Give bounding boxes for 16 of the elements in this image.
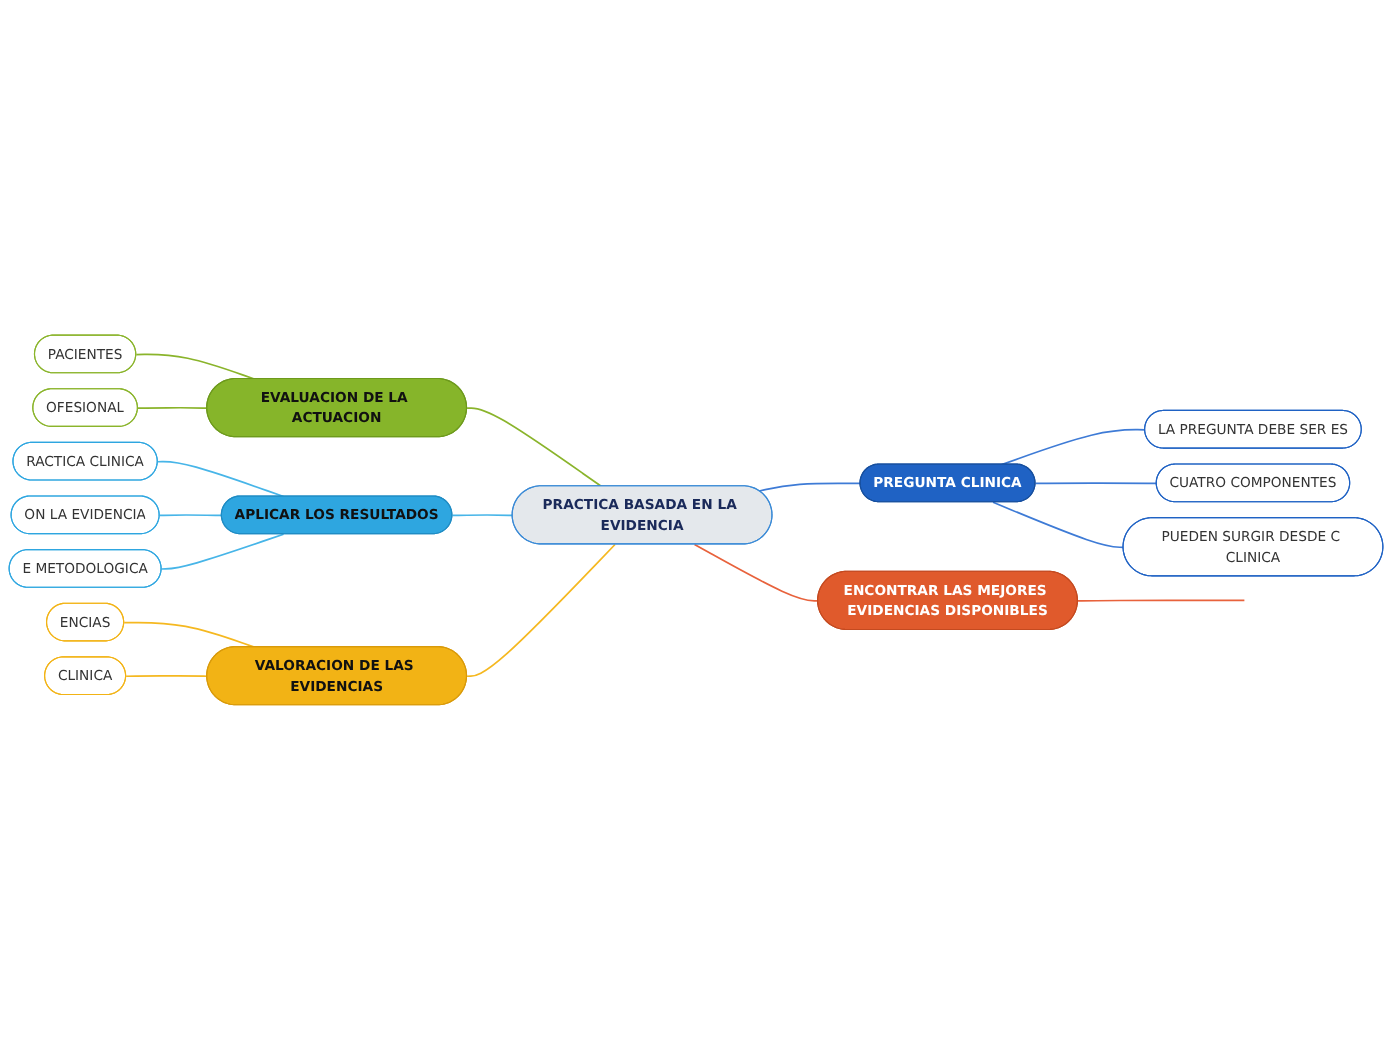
connector	[992, 501, 1125, 549]
connector	[466, 407, 603, 488]
connector	[160, 533, 285, 570]
connector	[693, 543, 820, 602]
connector	[137, 406, 209, 410]
connector	[1077, 599, 1246, 602]
connector	[125, 675, 209, 678]
connector	[451, 514, 514, 517]
connector	[158, 514, 223, 517]
connector	[123, 621, 256, 649]
connector	[466, 543, 616, 678]
connector	[156, 460, 285, 498]
connector	[758, 482, 862, 492]
connector	[1000, 428, 1147, 466]
connector	[135, 353, 256, 380]
connector	[1034, 482, 1158, 485]
